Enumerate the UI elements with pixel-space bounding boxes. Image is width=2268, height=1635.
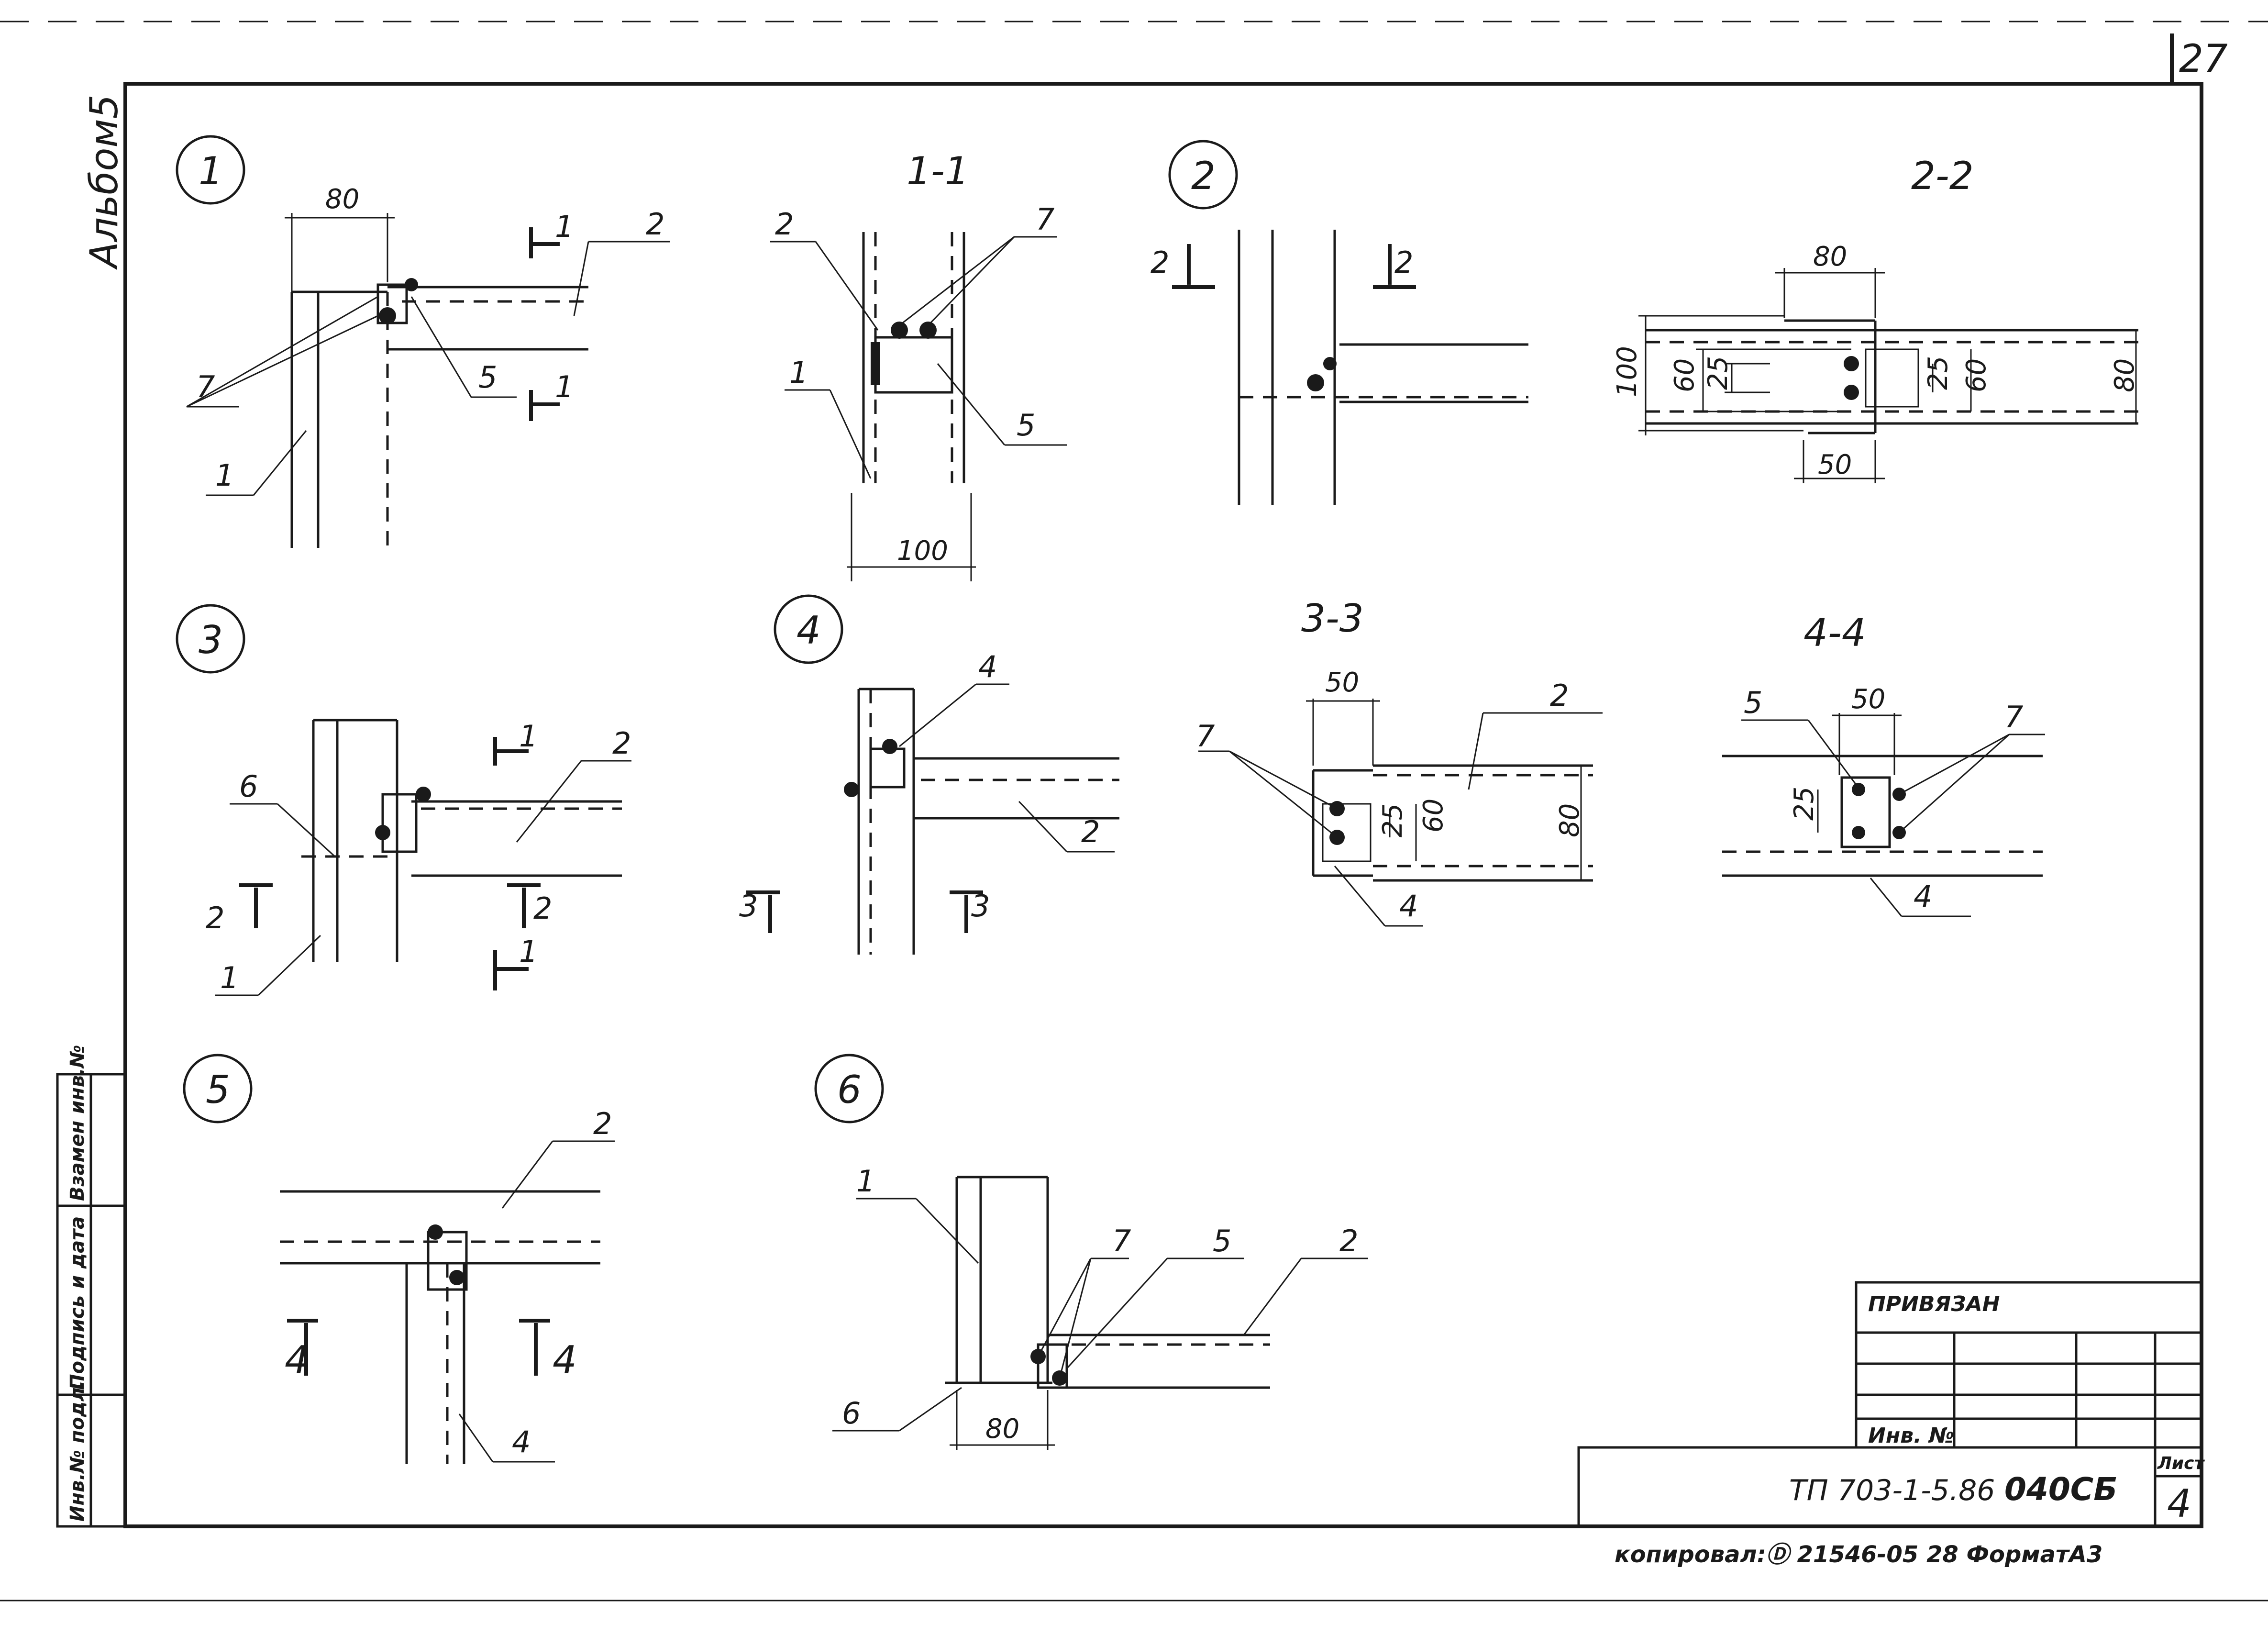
svg-text:4: 4 [1399,889,1418,923]
svg-text:2: 2 [1151,245,1169,280]
section22-dim-80-right: 80 [2109,358,2140,392]
svg-text:2: 2 [1550,678,1569,713]
svg-text:1: 1 [555,369,574,404]
svg-text:2: 2 [1394,245,1413,280]
node-1-detail: 1 80 1 1 2 5 7 1 [176,135,670,548]
album-label: Альбом5 [82,94,126,270]
svg-text:2: 2 [612,726,631,761]
svg-text:2: 2 [593,1106,612,1141]
section-1-1-title: 1-1 [907,149,969,193]
section33-dim-60: 60 [1418,799,1449,833]
svg-text:2: 2 [1081,814,1100,849]
node-3-number: 3 [199,618,223,662]
title-doc-mark: 040СБ [2004,1471,2118,1508]
svg-text:2: 2 [1339,1223,1358,1258]
svg-text:3: 3 [739,889,758,923]
svg-text:1: 1 [215,458,234,493]
node-4-marker [774,594,843,664]
title-sheet-label: Лист [2157,1454,2205,1473]
footer-copy-line: копировал:Ⓓ 21546-05 28 ФорматА3 [1615,1541,2102,1568]
section33-dim-50: 50 [1325,667,1359,698]
title-sheet-number: 4 [2167,1481,2191,1526]
node6-dim-80: 80 [985,1413,1019,1445]
section22-dim-60-left: 60 [1669,358,1700,392]
svg-text:7: 7 [1112,1223,1131,1258]
svg-text:2: 2 [533,891,552,926]
node-2-marker [1168,140,1238,210]
sheet-frame [123,82,2203,1528]
side-stamp-inv: Инв.№ подл. [66,1380,89,1522]
svg-text:7: 7 [2004,700,2023,734]
node-4-number: 4 [797,608,821,653]
node-5-number: 5 [206,1068,230,1112]
svg-text:2: 2 [206,901,224,935]
svg-text:6: 6 [842,1396,861,1431]
svg-text:4: 4 [1914,879,1932,914]
svg-text:1: 1 [519,719,538,754]
svg-text:5: 5 [1744,685,1762,720]
node-3-detail: 3 1 1 2 2 2 6 1 [176,604,631,996]
node-2-detail: 2 2 2 [1151,140,1528,505]
section-3-3-title: 3-3 [1301,596,1364,641]
svg-text:4: 4 [553,1338,577,1382]
svg-text:5: 5 [1017,408,1035,443]
node-6-marker [814,1054,884,1123]
title-doc-code: ТП 703-1-5.86 [1789,1474,1995,1507]
side-stamp: Инв.№ подл. Подпись и дата Взамен инв.№ [56,1045,127,1528]
svg-text:2: 2 [775,207,794,242]
svg-text:1: 1 [555,209,574,244]
section22-dim-50: 50 [1818,449,1852,480]
section22-dim-25-left: 25 [1703,356,1734,390]
section22-dim-100: 100 [1612,346,1643,397]
side-stamp-sign: Подпись и дата [66,1216,89,1390]
section44-dim-50: 50 [1851,684,1885,715]
svg-text:7: 7 [196,369,215,404]
side-stamp-replace: Взамен инв.№ [66,1045,89,1201]
svg-text:5: 5 [478,360,497,395]
node-1-number: 1 [199,149,223,193]
section-4-4-title: 4-4 [1803,611,1866,655]
section11-dim-100: 100 [897,535,948,567]
section33-dim-25: 25 [1377,803,1408,837]
svg-text:6: 6 [239,769,258,804]
section44-dim-25: 25 [1789,787,1820,821]
node-2-number: 2 [1191,154,1216,198]
svg-text:1: 1 [519,934,538,969]
node-6-number: 6 [837,1068,862,1112]
svg-text:1: 1 [789,355,808,390]
svg-text:7: 7 [1036,202,1054,237]
svg-text:7: 7 [1196,719,1215,754]
svg-text:4: 4 [512,1424,531,1459]
node-5-marker [183,1054,253,1123]
node-4-detail: 4 3 3 4 2 [739,594,1119,955]
svg-text:2: 2 [646,207,664,242]
node-6-detail: 6 80 1 7 5 2 6 [814,1054,1368,1450]
section-2-2: 2-2 80 50 100 60 25 25 60 [1612,154,2140,483]
section-3-3: 3-3 50 25 60 80 7 4 2 [1196,596,1603,927]
node-5-detail: 5 4 4 2 4 [183,1054,615,1464]
svg-text:3: 3 [971,889,990,923]
svg-text:1: 1 [220,960,239,995]
title-block: ПРИВЯЗАН Инв. № ТП 703-1-5.86 040СБ Лист… [1577,1281,2205,1528]
svg-text:4: 4 [285,1338,309,1382]
title-bound-label: ПРИВЯЗАН [1868,1292,2000,1316]
section-1-1: 1-1 100 2 1 7 5 [770,149,1067,581]
svg-text:1: 1 [856,1164,875,1199]
section22-dim-60-right: 60 [1961,358,1992,392]
title-inv-label: Инв. № [1868,1424,1954,1448]
section22-dim-25-right: 25 [1923,356,1954,390]
section-2-2-title: 2-2 [1911,154,1974,198]
node-3-marker [176,604,245,674]
svg-text:5: 5 [1213,1223,1231,1258]
section-4-4: 4-4 50 25 5 7 4 [1722,611,2045,917]
section33-dim-80: 80 [1554,803,1585,837]
page-number: 27 [2179,36,2228,81]
node1-dim-80: 80 [325,184,359,215]
svg-text:4: 4 [978,649,997,684]
section22-dim-80-top: 80 [1813,241,1847,272]
node-1-marker [176,135,245,205]
